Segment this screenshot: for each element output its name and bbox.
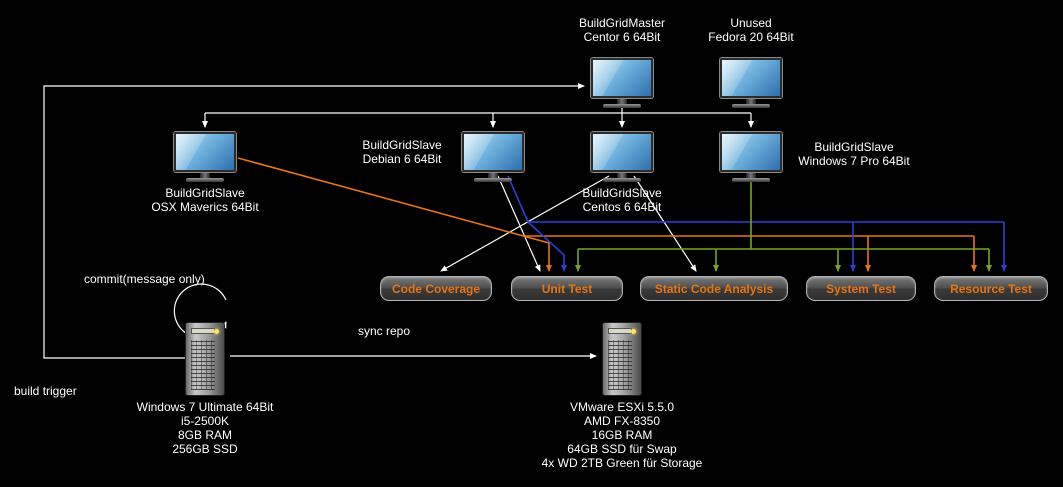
monitor-screen [720,132,782,172]
monitor-screen [174,132,236,172]
monitor-stand [746,98,756,104]
task-label: Resource Test [950,281,1032,296]
label-esxi: VMware ESXi 5.5.0 AMD FX-8350 16GB RAM 6… [500,400,744,470]
build-trigger-arrow [43,83,585,359]
monitor-base [474,178,512,182]
server-storage: 4x WD 2TB Green für Storage [541,456,703,470]
label-slave-centos: BuildGridSlave Centos 6 64Bit [552,186,692,214]
monitor-stand [200,172,210,178]
workstation-tower-icon [185,322,225,396]
system-test-button[interactable]: System Test [806,276,916,301]
sync-repo-annotation: sync repo [358,324,411,338]
esxi-tower-icon [602,322,642,396]
node-title: BuildGridMaster [578,16,666,30]
server-storage: 256GB SSD [172,442,238,456]
monitor-buildgridmaster [591,58,653,108]
front-vent [608,340,632,390]
node-os: Windows 7 Pro 64Bit [798,154,910,168]
server-cpu: i5-2500K [180,414,230,428]
code-coverage-button[interactable]: Code Coverage [380,276,492,301]
commit-annotation: commit(message only) [84,272,205,286]
power-led [631,329,636,334]
node-os: Centor 6 64Bit [583,30,661,44]
node-os: Fedora 20 64Bit [708,30,794,44]
server-cpu: AMD FX-8350 [583,414,661,428]
task-label: Unit Test [541,281,593,296]
node-os: OSX Maverics 64Bit [151,200,259,214]
monitor-screen [591,58,653,98]
node-os: Debian 6 64Bit [362,152,442,166]
build-trigger-annotation: build trigger [14,384,77,398]
task-label: Static Code Analysis [654,281,774,296]
monitor-screen [462,132,524,172]
monitor-base [732,104,770,108]
label-slave-debian: BuildGridSlave Debian 6 64Bit [348,138,456,166]
monitor-slave-windows [720,132,782,182]
node-title: BuildGridSlave [582,186,662,200]
monitor-stand [617,172,627,178]
drive-bay [608,328,632,334]
server-os: Windows 7 Ultimate 64Bit [136,400,274,414]
resource-test-button[interactable]: Resource Test [934,276,1048,301]
label-slave-osx: BuildGridSlave OSX Maverics 64Bit [115,186,295,214]
monitor-stand [488,172,498,178]
node-title: BuildGridSlave [362,138,442,152]
server-os: VMware ESXi 5.5.0 [569,400,675,414]
monitor-base [186,178,224,182]
monitor-unused [720,58,782,108]
monitor-base [732,178,770,182]
label-unused: Unused Fedora 20 64Bit [691,16,811,44]
node-title: BuildGridSlave [814,140,894,154]
drive-bay [191,328,215,334]
monitor-base [603,104,641,108]
monitor-slave-osx [174,132,236,182]
label-workstation: Windows 7 Ultimate 64Bit i5-2500K 8GB RA… [105,400,305,456]
server-ram: 8GB RAM [177,428,232,442]
monitor-stand [746,172,756,178]
server-swap: 64GB SSD für Swap [567,442,677,456]
monitor-slave-debian [462,132,524,182]
monitor-stand [617,98,627,104]
node-title: BuildGridSlave [165,186,245,200]
static-code-analysis-button[interactable]: Static Code Analysis [640,276,788,301]
task-label: Code Coverage [391,281,481,296]
label-buildgridmaster: BuildGridMaster Centor 6 64Bit [542,16,702,44]
monitor-screen [591,132,653,172]
label-slave-windows: BuildGridSlave Windows 7 Pro 64Bit [784,140,924,168]
power-led [214,329,219,334]
server-ram: 16GB RAM [591,428,653,442]
task-label: System Test [826,281,896,296]
master-to-slaves-arrows [202,108,754,128]
node-os: Centos 6 64Bit [582,200,662,214]
monitor-slave-centos [591,132,653,182]
unit-test-button[interactable]: Unit Test [511,276,623,301]
monitor-base [603,178,641,182]
front-vent [191,340,215,390]
monitor-screen [720,58,782,98]
node-title: Unused [730,16,772,30]
